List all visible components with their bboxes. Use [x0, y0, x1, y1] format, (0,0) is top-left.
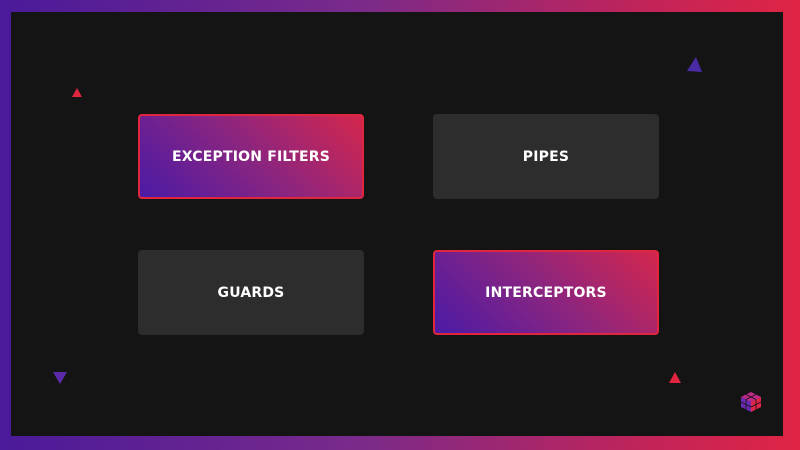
tile-interceptors[interactable]: INTERCEPTORS: [433, 250, 659, 335]
tile-exception-filters-label: EXCEPTION FILTERS: [172, 148, 330, 165]
tile-exception-filters[interactable]: EXCEPTION FILTERS: [138, 114, 364, 199]
cube-logo-icon: [740, 392, 762, 412]
tile-pipes[interactable]: PIPES: [433, 114, 659, 199]
tile-interceptors-label: INTERCEPTORS: [485, 284, 607, 301]
tile-guards-label: GUARDS: [217, 284, 285, 301]
tile-guards[interactable]: GUARDS: [138, 250, 364, 335]
red-triangle-icon: [669, 372, 681, 383]
main-canvas: [11, 12, 783, 436]
red-triangle-icon: [72, 88, 82, 97]
purple-triangle-icon: [687, 57, 702, 72]
tile-pipes-label: PIPES: [522, 148, 570, 165]
purple-triangle-down-icon: [53, 372, 67, 384]
